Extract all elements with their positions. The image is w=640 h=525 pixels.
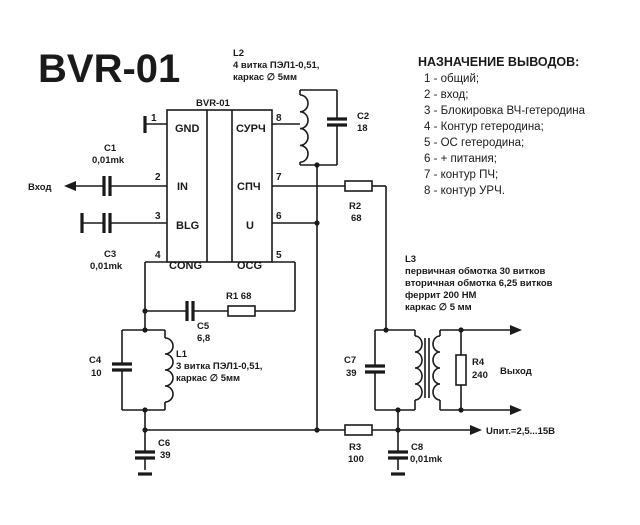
capacitor-c6 bbox=[135, 450, 155, 460]
chip-pin-label-spch: СПЧ bbox=[237, 181, 261, 193]
label-r4-name: R4 bbox=[472, 357, 485, 368]
label-c5-name: C5 bbox=[197, 321, 210, 332]
resistor-r1 bbox=[227, 305, 256, 317]
label-l3-spec: каркас ∅ 5 мм bbox=[405, 302, 472, 313]
label-c2-value: 18 bbox=[357, 123, 368, 134]
resistor-r4 bbox=[455, 354, 467, 386]
chip-name-label: BVR-01 bbox=[196, 98, 231, 109]
label-output: Выход bbox=[500, 366, 532, 377]
label-l2-spec: 4 витка ПЭЛ1-0,51, bbox=[233, 60, 319, 71]
resistor-r3 bbox=[344, 424, 373, 436]
chip-pin-label-gnd: GND bbox=[175, 123, 200, 135]
label-r4-value: 240 bbox=[472, 370, 488, 381]
capacitor-c8 bbox=[388, 450, 408, 460]
label-c2-name: C2 bbox=[357, 111, 369, 122]
label-r2-value: 68 bbox=[351, 213, 362, 224]
pin-number: 8 bbox=[276, 113, 282, 124]
label-l3-name: L3 bbox=[405, 254, 416, 265]
output-arrow-icon bbox=[510, 405, 522, 415]
label-c6-value: 39 bbox=[160, 450, 171, 461]
label-c1-name: C1 bbox=[104, 143, 117, 154]
pin-number: 1 bbox=[151, 113, 157, 124]
label-c7-value: 39 bbox=[346, 368, 357, 379]
label-supply: Uпит.=2,5...15В bbox=[486, 426, 555, 437]
chip-pin-label-blg: BLG bbox=[176, 220, 199, 232]
output-arrow-icon bbox=[510, 325, 522, 335]
pin-number: 5 bbox=[276, 250, 282, 261]
pin-assignment-item: 8 - контур УРЧ. bbox=[424, 185, 505, 197]
pin-number: 7 bbox=[276, 172, 282, 183]
capacitor-c4 bbox=[112, 362, 132, 372]
pin-number: 3 bbox=[155, 211, 161, 222]
pin-number: 6 bbox=[276, 211, 282, 222]
label-l2-spec: каркас ∅ 5мм bbox=[233, 72, 297, 83]
pin-number: 4 bbox=[155, 250, 161, 261]
capacitor-c5 bbox=[185, 301, 195, 321]
label-c3-name: C3 bbox=[104, 249, 116, 260]
label-l2-name: L2 bbox=[233, 48, 244, 59]
chip-bvr01: BVR-01 GND IN BLG CONG СУРЧ СПЧ U OCG 1 … bbox=[151, 98, 282, 272]
junction-dots bbox=[142, 162, 464, 433]
chip-pin-label-in: IN bbox=[177, 181, 188, 193]
label-c7-name: C7 bbox=[344, 355, 356, 366]
inductor-l3-primary-coil bbox=[414, 335, 423, 401]
pin-assignment-item: 5 - ОС гетеродина; bbox=[424, 137, 524, 149]
label-c8-name: C8 bbox=[411, 442, 423, 453]
pin-assignment-item: 2 - вход; bbox=[424, 89, 468, 101]
chip-pin-label-cong: CONG bbox=[169, 260, 202, 272]
chip-pin-label-surch: СУРЧ bbox=[236, 123, 266, 135]
pin-number: 2 bbox=[155, 172, 161, 183]
inductor-l1-coil bbox=[164, 337, 174, 403]
chip-pin-label-ocg: OCG bbox=[237, 260, 262, 272]
label-r2-name: R2 bbox=[349, 201, 361, 212]
pin-assignment-item: 4 - Контур гетеродина; bbox=[424, 121, 544, 133]
label-c6-name: C6 bbox=[158, 438, 170, 449]
input-arrow-icon bbox=[64, 181, 76, 191]
label-l3-spec: вторичная обмотка 6,25 витков bbox=[405, 278, 553, 289]
label-r1: R1 68 bbox=[226, 291, 251, 302]
inductor-l2-coil bbox=[299, 94, 309, 163]
label-l3-spec: феррит 200 НМ bbox=[405, 290, 477, 301]
capacitor-c2 bbox=[327, 117, 347, 127]
label-c4-value: 10 bbox=[91, 368, 102, 379]
supply-arrow-icon bbox=[470, 425, 482, 435]
label-l1-spec: каркас ∅ 5мм bbox=[176, 373, 240, 384]
pin-assignment-list: НАЗНАЧЕНИЕ ВЫВОДОВ: 1 - общий; 2 - вход;… bbox=[418, 55, 586, 197]
label-c8-value: 0,01mk bbox=[410, 454, 443, 465]
label-c1-value: 0,01mk bbox=[92, 155, 125, 166]
label-r3-value: 100 bbox=[348, 454, 364, 465]
label-l3-spec: первичная обмотка 30 витков bbox=[405, 266, 546, 277]
label-l1-spec: 3 витка ПЭЛ1-0,51, bbox=[176, 361, 262, 372]
label-c5-value: 6,8 bbox=[197, 333, 210, 344]
label-c4-name: C4 bbox=[89, 355, 102, 366]
inductor-l3-secondary-coil bbox=[432, 335, 441, 401]
pin-assignment-item: 1 - общий; bbox=[424, 73, 479, 85]
pin-assignment-item: 3 - Блокировка ВЧ-гетеродина bbox=[424, 105, 586, 117]
label-r3-name: R3 bbox=[349, 442, 361, 453]
wires bbox=[76, 89, 510, 476]
label-l1-name: L1 bbox=[176, 349, 188, 360]
pin-assignment-item: 6 - + питания; bbox=[424, 153, 497, 165]
label-input: Вход bbox=[28, 182, 52, 193]
capacitor-c3 bbox=[102, 213, 112, 233]
capacitor-c1 bbox=[102, 176, 112, 196]
label-c3-value: 0,01mk bbox=[90, 261, 123, 272]
diagram-title: BVR-01 bbox=[38, 47, 180, 91]
resistor-r2 bbox=[344, 180, 373, 192]
capacitor-c7 bbox=[365, 364, 385, 374]
pin-assignment-item: 7 - контур ПЧ; bbox=[424, 169, 498, 181]
pin-assignment-title: НАЗНАЧЕНИЕ ВЫВОДОВ: bbox=[418, 55, 579, 69]
chip-pin-label-u: U bbox=[246, 220, 254, 232]
